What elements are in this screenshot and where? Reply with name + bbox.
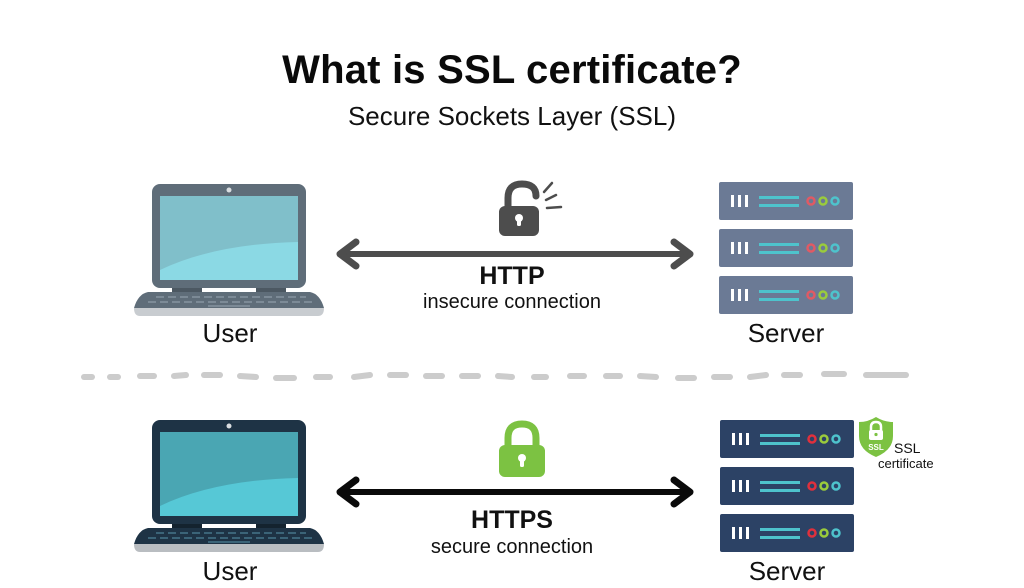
server-stack <box>719 182 853 314</box>
ssl-badge-text: SSL <box>868 443 884 452</box>
locked-padlock-icon <box>499 420 545 477</box>
ssl-shield-icon: SSL <box>859 417 893 457</box>
server-rack-icon <box>720 467 854 505</box>
ssl-certificate-label: SSL certificate <box>878 440 958 472</box>
user-label: User <box>202 556 258 586</box>
server-stack <box>720 420 854 552</box>
server-label: Server <box>748 556 826 586</box>
section-divider <box>81 371 909 381</box>
http-protocol-label: HTTP <box>479 262 545 290</box>
https-section: User HTTPS secure connection <box>0 408 1024 588</box>
page-title: What is SSL certificate? <box>282 48 742 92</box>
unlocked-padlock-icon <box>499 180 563 236</box>
http-section: User HTTP insecure connection <box>0 170 1024 360</box>
user-laptop-icon <box>134 184 324 316</box>
user-label: User <box>202 318 258 348</box>
server-rack-icon <box>719 276 853 314</box>
server-rack-icon <box>719 229 853 267</box>
page-subtitle: Secure Sockets Layer (SSL) <box>347 101 677 131</box>
https-bidirectional-arrow <box>336 476 694 508</box>
http-bidirectional-arrow <box>336 238 694 270</box>
server-rack-icon <box>720 420 854 458</box>
server-rack-icon <box>720 514 854 552</box>
http-description: insecure connection <box>423 291 601 313</box>
ssl-certificate-label-line1: SSL <box>894 440 921 456</box>
https-protocol-label: HTTPS <box>471 506 553 534</box>
ssl-certificate-label-line2: certificate <box>878 456 934 471</box>
server-rack-icon <box>719 182 853 220</box>
user-laptop-icon <box>134 420 324 552</box>
https-description: secure connection <box>430 536 594 558</box>
server-label: Server <box>747 318 825 348</box>
